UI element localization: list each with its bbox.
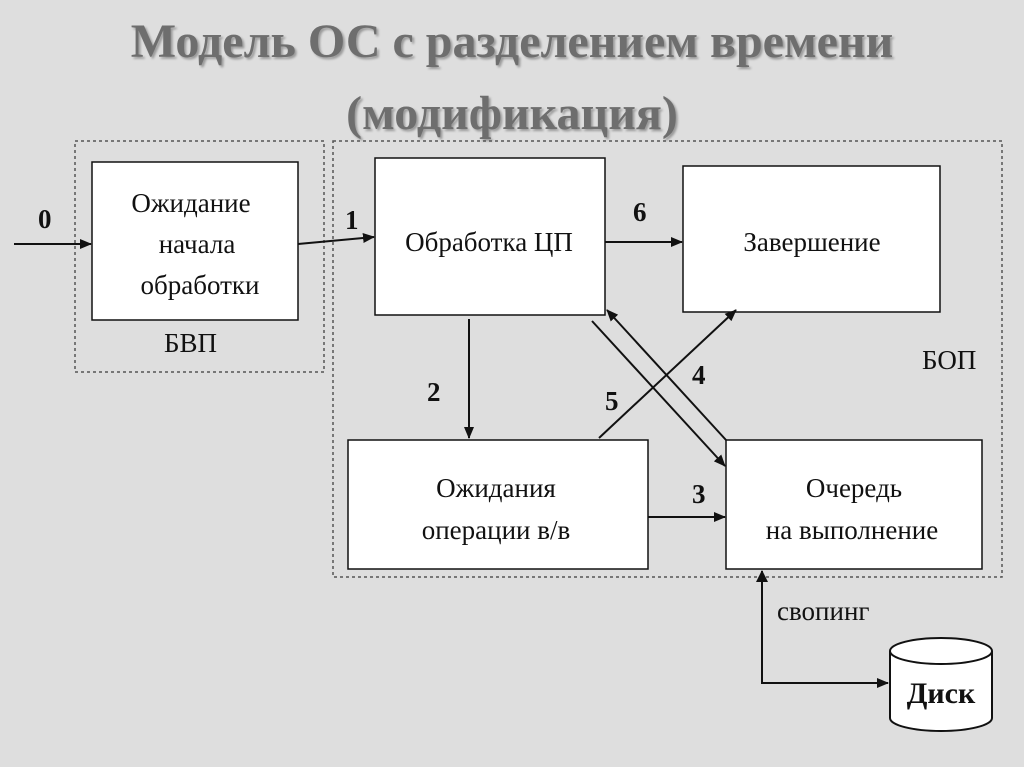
edge-label-5: 5: [605, 386, 619, 416]
disk-label: Диск: [907, 677, 976, 710]
arrow-1: [297, 233, 375, 245]
edge-label-3: 3: [692, 479, 706, 509]
queue-box: [725, 439, 983, 570]
edge-label-2: 2: [427, 377, 441, 407]
io-wait-label-2: операции в/в: [422, 515, 571, 545]
swap-connector: [761, 571, 889, 688]
cpu-label: Обработка ЦП: [405, 227, 573, 257]
edge-label-0: 0: [38, 204, 52, 234]
title-line-2: (модификация): [346, 87, 678, 140]
finish-label: Завершение: [743, 227, 880, 257]
swap-arrowhead-up: [756, 570, 768, 582]
edge-label-1: 1: [345, 205, 359, 235]
arrow-queue-to-cpu: [606, 309, 727, 441]
io-wait-label-1: Ожидания: [436, 473, 556, 503]
wait-start-label-2: начала: [159, 229, 236, 259]
arrow-4: [598, 309, 737, 439]
io-wait-box: [347, 439, 649, 570]
swap-label: свопинг: [777, 596, 869, 626]
edge-label-6: 6: [633, 197, 647, 227]
queue-label-1: Очередь: [806, 473, 902, 503]
edge-label-4: 4: [692, 360, 706, 390]
title-line-1: Модель ОС с разделением времени: [130, 15, 894, 68]
queue-label-2: на выполнение: [766, 515, 938, 545]
wait-start-label-3: обработки: [141, 270, 260, 300]
bvp-group-label: БВП: [164, 328, 217, 358]
arrow-5: [591, 320, 726, 467]
cpu-box: [374, 157, 606, 316]
bop-group-frame: [332, 140, 1003, 578]
disk-icon: [889, 637, 993, 732]
wait-start-box: [91, 161, 299, 321]
wait-start-label-1: Ожидание: [131, 188, 250, 218]
bop-group-label: БОП: [922, 345, 976, 375]
finish-box: [682, 165, 941, 313]
